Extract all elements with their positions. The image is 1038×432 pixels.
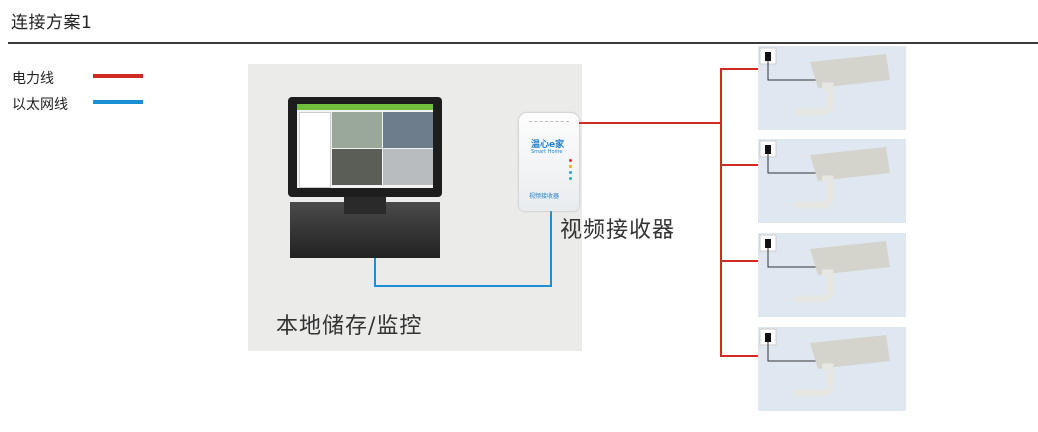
camera-feed	[332, 112, 382, 148]
camera-panel	[758, 46, 906, 130]
ethernet-wire	[374, 285, 552, 287]
monitor-screen	[297, 104, 433, 188]
legend-ethernet-label: 以太网线	[12, 97, 68, 113]
receiver-brand: 温心e家	[531, 140, 565, 150]
status-led	[569, 171, 572, 174]
power-branch	[720, 355, 760, 357]
receiver-label: 视频接收器	[560, 218, 676, 243]
legend-power-label: 电力线	[12, 71, 54, 87]
legend-power-line	[93, 74, 143, 78]
security-camera-icon	[759, 47, 890, 116]
video-receiver-icon: 温心e家 Smart Home 视频接收器	[519, 113, 579, 211]
title-divider	[8, 42, 1038, 44]
legend-ethernet-line	[93, 100, 143, 104]
camera-panel	[758, 139, 906, 223]
camera-panel	[758, 233, 906, 317]
status-led	[569, 159, 572, 162]
monitor-icon	[288, 97, 442, 197]
camera-feed	[383, 112, 433, 148]
power-branch	[720, 260, 760, 262]
page-title: 连接方案1	[11, 13, 93, 33]
security-camera-icon	[759, 328, 890, 397]
camera-feed	[383, 149, 433, 185]
camera-feed	[332, 149, 382, 185]
monitor-stand	[344, 196, 386, 214]
ethernet-wire	[550, 210, 552, 287]
security-camera-icon	[759, 140, 890, 209]
power-bus	[720, 68, 722, 356]
status-led	[569, 165, 572, 168]
ethernet-wire	[374, 258, 376, 286]
security-camera-icon	[759, 234, 890, 303]
power-branch	[720, 68, 760, 70]
camera-panel	[758, 327, 906, 411]
power-wire	[579, 122, 722, 124]
power-branch	[720, 164, 760, 166]
storage-label: 本地储存/监控	[276, 314, 423, 339]
status-led	[569, 177, 572, 180]
